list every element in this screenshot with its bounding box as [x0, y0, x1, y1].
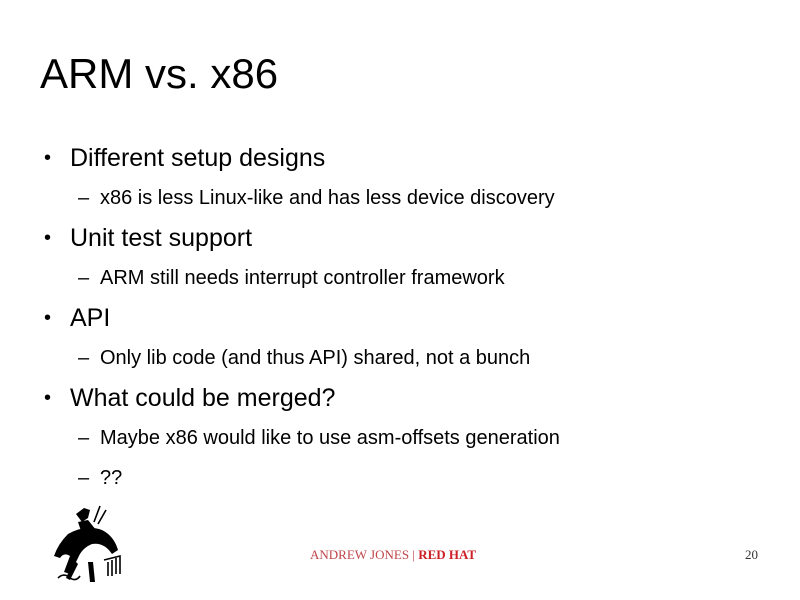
sub-bullet-text: ??	[100, 467, 123, 489]
sub-bullet-marker: –	[78, 187, 90, 209]
sub-bullet-item: – Maybe x86 would like to use asm-offset…	[40, 418, 760, 458]
bullet-marker: •	[44, 227, 52, 249]
slide-content: • Different setup designs – x86 is less …	[40, 138, 760, 498]
footer-separator: |	[409, 547, 419, 562]
bucking-bronco-logo-icon	[54, 505, 121, 582]
sub-bullet-marker: –	[78, 267, 90, 289]
slide-title: ARM vs. x86	[40, 50, 279, 97]
sub-bullet-text: x86 is less Linux-like and has less devi…	[100, 187, 555, 209]
footer-company: RED HAT	[418, 547, 477, 562]
sub-bullet-item: – Only lib code (and thus API) shared, n…	[40, 338, 760, 378]
sub-bullet-marker: –	[78, 427, 90, 449]
sub-bullet-marker: –	[78, 467, 90, 489]
footer-credit: ANDREW JONES | RED HAT	[310, 547, 476, 563]
page-number: 20	[745, 547, 758, 562]
sub-bullet-text: ARM still needs interrupt controller fra…	[100, 267, 505, 289]
bullet-marker: •	[44, 387, 52, 409]
sub-bullet-text: Maybe x86 would like to use asm-offsets …	[100, 427, 560, 449]
sub-bullet-item: – ??	[40, 458, 760, 498]
bullet-text: API	[70, 304, 111, 332]
sub-bullet-item: – x86 is less Linux-like and has less de…	[40, 178, 760, 218]
footer-author: ANDREW JONES	[310, 547, 410, 562]
bullet-item: • API	[40, 298, 760, 338]
sub-bullet-item: – ARM still needs interrupt controller f…	[40, 258, 760, 298]
bullet-text: Unit test support	[70, 224, 253, 252]
sub-bullet-marker: –	[78, 347, 90, 369]
bullet-marker: •	[44, 307, 52, 329]
sub-bullet-text: Only lib code (and thus API) shared, not…	[100, 347, 531, 369]
bullet-text: What could be merged?	[70, 384, 336, 412]
bullet-item: • What could be merged?	[40, 378, 760, 418]
bullet-item: • Different setup designs	[40, 138, 760, 178]
bullet-text: Different setup designs	[70, 144, 326, 172]
bullet-item: • Unit test support	[40, 218, 760, 258]
bullet-marker: •	[44, 147, 52, 169]
